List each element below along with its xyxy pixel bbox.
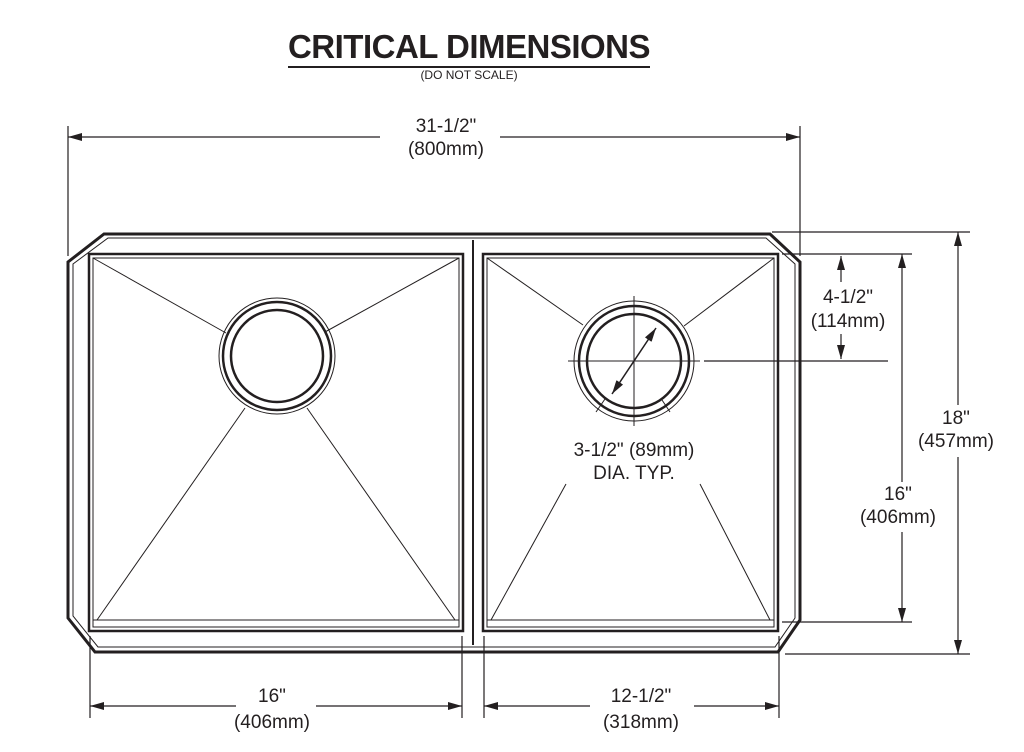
overall-width-imperial: 31-1/2" bbox=[416, 116, 477, 137]
small-bowl-drain bbox=[568, 296, 700, 426]
large-bowl-drain bbox=[218, 297, 336, 415]
small-bowl-width-imperial: 12-1/2" bbox=[611, 686, 672, 707]
sink-rim bbox=[66, 232, 802, 654]
drain-offset-metric: (114mm) bbox=[811, 311, 886, 332]
overall-depth-imperial: 18" bbox=[942, 408, 970, 429]
large-bowl bbox=[87, 252, 465, 633]
drain-diameter-label: 3-1/2" (89mm) bbox=[574, 440, 695, 461]
large-bowl-width-metric: (406mm) bbox=[234, 712, 310, 733]
drain-diameter-note: DIA. TYP. bbox=[593, 463, 675, 484]
drain-offset-dimension bbox=[704, 256, 888, 362]
title-text: CRITICAL DIMENSIONS bbox=[287, 28, 651, 68]
small-bowl-width-metric: (318mm) bbox=[603, 712, 679, 733]
bowl-depth-metric: (406mm) bbox=[860, 507, 936, 528]
small-bowl bbox=[481, 252, 780, 633]
bowl-depth-imperial: 16" bbox=[884, 484, 912, 505]
overall-width-metric: (800mm) bbox=[408, 139, 484, 160]
page-subtitle: (DO NOT SCALE) bbox=[420, 68, 518, 82]
bowl-depth-dimension bbox=[782, 253, 912, 623]
overall-depth-metric: (457mm) bbox=[918, 431, 994, 452]
drain-offset-imperial: 4-1/2" bbox=[823, 287, 873, 308]
drain-diameter-arrow bbox=[611, 327, 657, 395]
page-title: CRITICAL DIMENSIONS bbox=[0, 28, 938, 68]
large-bowl-width-imperial: 16" bbox=[258, 686, 286, 707]
